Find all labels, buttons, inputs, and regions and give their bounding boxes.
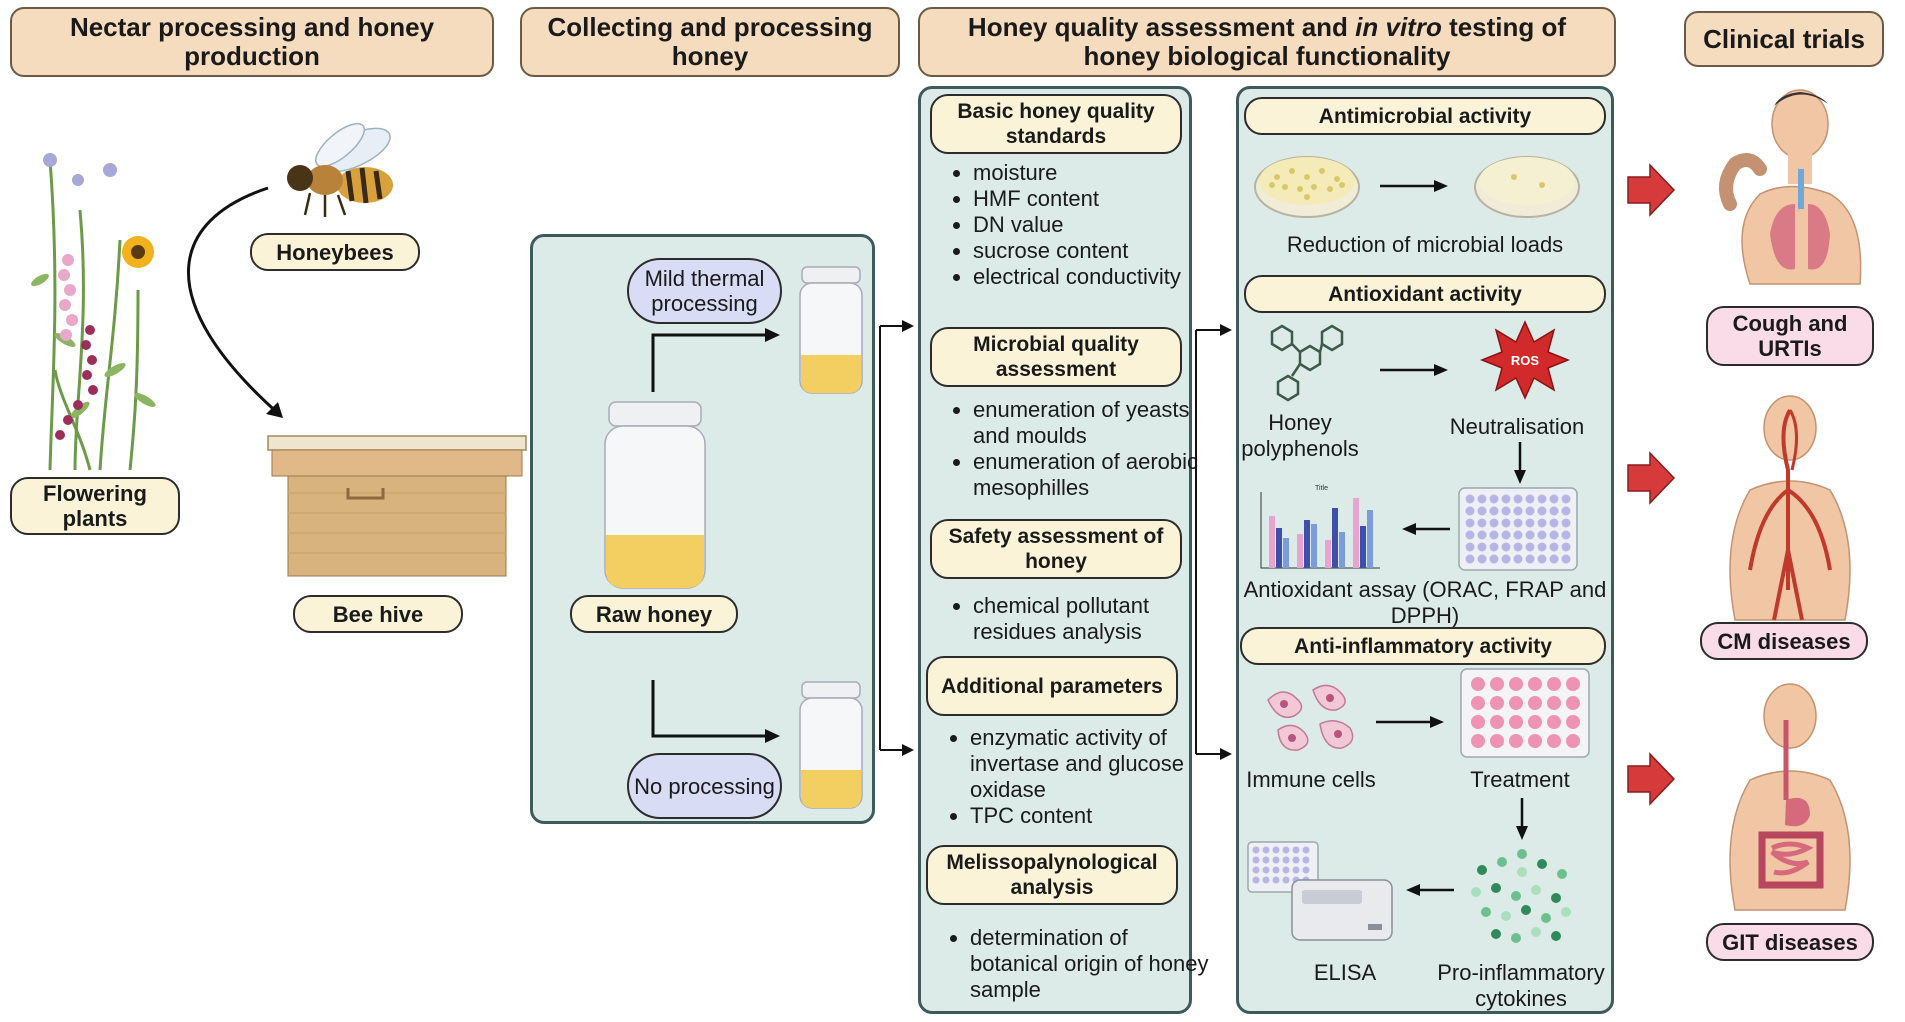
process-arrow (1406, 884, 1454, 896)
jar-icon (799, 681, 863, 809)
mini-bar (1360, 526, 1366, 568)
process-arrow (1514, 442, 1526, 484)
hive-icon (267, 435, 527, 577)
mild-thermal-label: Mild thermal processing (627, 258, 782, 324)
human-vascular-icon (1729, 395, 1851, 621)
quality-list: chemical pollutant residues analysis (945, 593, 1213, 645)
mini-bar (1339, 532, 1345, 568)
bee-icon (287, 122, 393, 217)
jar-icon (799, 266, 863, 394)
list-item: TPC content (970, 803, 1210, 829)
cytokine-dots-icon (1471, 849, 1571, 943)
list-item: HMF content (973, 186, 1213, 212)
header-clinical: Clinical trials (1684, 11, 1884, 67)
git-diseases-label: GIT diseases (1706, 923, 1874, 961)
quality-list: enzymatic activity of invertase and gluc… (942, 725, 1210, 829)
process-arrow (1380, 180, 1448, 192)
elisa-reader-icon (1247, 841, 1393, 941)
flowering-plants-label: Flowering plants (10, 477, 180, 535)
mini-bar (1304, 520, 1310, 568)
mini-chart-title: Title (1315, 485, 1328, 492)
bar-chart-icon: Title (1260, 485, 1380, 569)
list-item: DN value (973, 212, 1213, 238)
quality-section-title: Basic honey quality standards (930, 94, 1182, 154)
mini-bar (1283, 538, 1289, 568)
petri-dish-icon (1254, 156, 1360, 218)
header-clinical-text: Clinical trials (1703, 23, 1865, 54)
red-arrow (1627, 451, 1676, 505)
list-item: chemical pollutant residues analysis (973, 593, 1213, 645)
header-quality: Honey quality assessment and in vitro te… (918, 7, 1616, 77)
well-plate-icon (1460, 668, 1590, 758)
molecule-icon (1270, 324, 1344, 402)
raw-honey-label: Raw honey (570, 595, 738, 633)
flower-icon (31, 153, 156, 471)
mini-bar (1269, 516, 1275, 568)
bee-hive-label: Bee hive (293, 595, 463, 633)
header-nectar-text: Nectar processing and honey production (69, 12, 435, 71)
honey-polyphenols-label: Honey polyphenols (1241, 410, 1359, 461)
well-plate-icon (1458, 487, 1578, 571)
mini-bar (1332, 508, 1338, 568)
human-lungs-icon (1719, 89, 1862, 285)
quality-section-title: Microbial quality assessment (930, 327, 1182, 387)
process-arrow (1516, 798, 1528, 840)
quality-section-title: Melissopalynological analysis (926, 845, 1178, 905)
list-item: moisture (973, 160, 1213, 186)
cells-icon (1267, 684, 1354, 751)
antioxidant-title: Antioxidant activity (1244, 275, 1606, 313)
mini-bar (1325, 540, 1331, 568)
quality-to-invitro-arrows (1195, 324, 1232, 760)
header-quality-text: Honey quality assessment and in vitro te… (967, 12, 1567, 71)
red-arrow (1627, 752, 1676, 806)
list-item: enumeration of yeasts and moulds (973, 397, 1213, 449)
mini-bar (1311, 524, 1317, 568)
elisa-label: ELISA (1313, 960, 1377, 985)
neutralisation-label: Neutralisation (1449, 414, 1585, 439)
anti-inflammatory-title: Anti-inflammatory activity (1240, 627, 1606, 665)
antioxidant-assay-label: Antioxidant assay (ORAC, FRAP and DPPH) (1243, 577, 1607, 628)
list-item: determination of botanical origin of hon… (970, 925, 1210, 1003)
quality-section-title: Additional parameters (926, 656, 1178, 716)
process-arrow (1376, 716, 1444, 728)
ros-burst-icon: ROS (1479, 320, 1571, 400)
human-digestive-icon (1729, 683, 1851, 911)
cytokines-label: Pro-inflammatory cytokines (1437, 960, 1605, 1011)
mini-bar (1297, 534, 1303, 568)
treatment-label: Treatment (1470, 767, 1570, 792)
mini-bar (1367, 510, 1373, 568)
immune-cells-label: Immune cells (1246, 767, 1376, 792)
header-collecting-text: Collecting and processing honey (547, 12, 873, 71)
processing-to-quality-arrows (879, 320, 914, 756)
header-collecting: Collecting and processing honey (520, 7, 900, 77)
mini-bar (1276, 528, 1282, 568)
list-item: electrical conductivity (973, 264, 1213, 290)
quality-section-title: Safety assessment of honey (930, 519, 1182, 579)
list-item: enzymatic activity of invertase and gluc… (970, 725, 1210, 803)
quality-list: moisture HMF content DN value sucrose co… (945, 160, 1213, 290)
bee-to-hive-arrow (187, 186, 283, 418)
processing-branch-arrows (651, 328, 780, 743)
mini-bar (1353, 498, 1359, 568)
list-item: enumeration of aerobic mesophilles (973, 449, 1213, 501)
no-processing-label: No processing (627, 753, 782, 819)
jar-icon (604, 401, 706, 589)
red-arrow (1627, 163, 1676, 217)
cm-diseases-label: CM diseases (1700, 622, 1868, 660)
process-arrow (1380, 364, 1448, 376)
reduction-label: Reduction of microbial loads (1286, 232, 1564, 257)
antimicrobial-title: Antimicrobial activity (1244, 97, 1606, 135)
petri-dish-icon (1474, 156, 1580, 218)
cough-urtis-label: Cough and URTIs (1706, 306, 1874, 366)
ros-text: ROS (1511, 353, 1540, 368)
header-nectar: Nectar processing and honey production (10, 7, 494, 77)
list-item: sucrose content (973, 238, 1213, 264)
quality-list: determination of botanical origin of hon… (942, 925, 1210, 1003)
quality-list: enumeration of yeasts and moulds enumera… (945, 397, 1213, 501)
honeybees-label: Honeybees (250, 233, 420, 271)
process-arrow (1402, 523, 1450, 535)
